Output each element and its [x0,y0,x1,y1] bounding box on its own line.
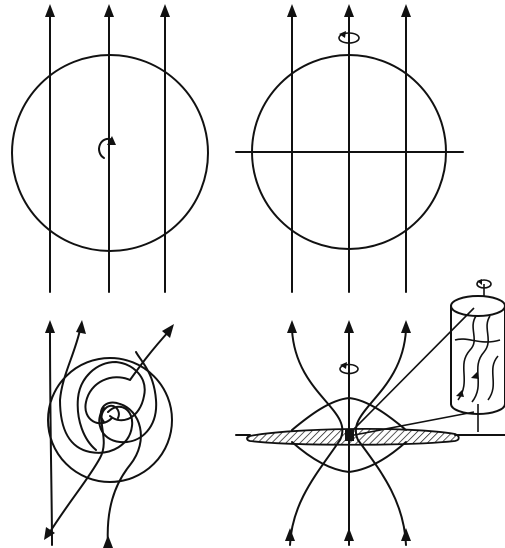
field-line [101,403,141,545]
panel-top-right [236,4,463,292]
arrow-up-icon [287,320,297,333]
panel-top-left [12,4,208,292]
twisted-field-line [472,316,490,402]
arrow-up-icon [401,4,411,17]
arrow-up-icon [45,4,55,17]
arrow-up-icon [287,4,297,17]
arrow-up-icon [344,4,354,17]
panel-bottom-left [44,320,174,548]
arrow-up-icon [104,4,114,17]
arrow-up-icon [160,4,170,17]
arrow-up-icon [76,320,86,334]
arrow-up-icon [285,528,295,541]
arrow-up-icon [344,320,354,333]
panel-bottom-right [236,279,505,545]
field-lines [45,4,170,292]
arrow-up-icon [401,528,411,541]
field-line [60,330,132,453]
twisted-field-line [458,316,476,400]
rotation-arrow-icon [477,279,491,296]
inset-cylinder [451,279,505,432]
arrow-up-icon [103,535,113,548]
field-line [50,330,52,545]
rotation-arrow-icon [99,136,116,158]
arrow-up-icon [344,528,354,541]
twisted-field-line [455,339,500,342]
arrow-up-icon [45,320,55,333]
arrow-up-icon [44,527,55,540]
wound-field-lines [44,320,174,548]
twisted-field-line [488,356,498,400]
arrow-up-icon [401,320,411,333]
field-lines [287,4,411,292]
